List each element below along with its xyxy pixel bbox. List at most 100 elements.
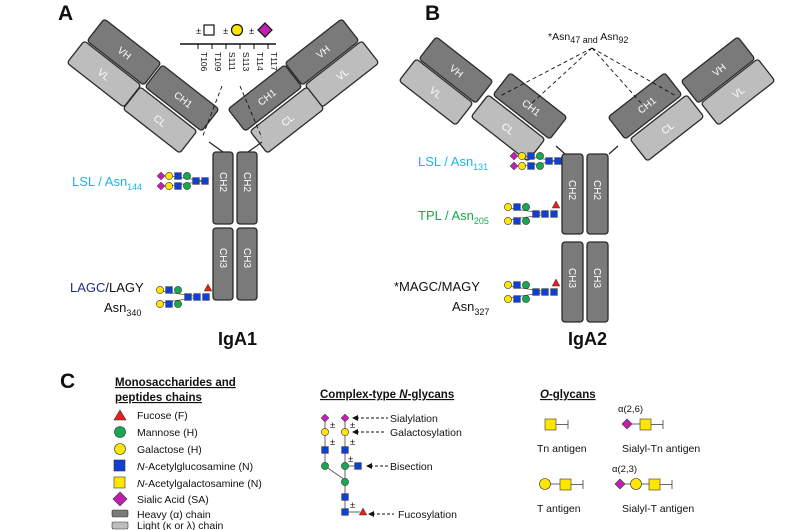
iga2-ch2-label-left: CH2 — [566, 180, 577, 200]
iga2-vl-domain-left — [399, 59, 473, 125]
legend-heavy-chain: Heavy (α) chain — [137, 509, 211, 521]
iga2-ch3-label-right: CH3 — [591, 268, 602, 288]
sialyl-t-square-icon — [648, 478, 661, 491]
hinge-site-label: T106 — [199, 52, 209, 72]
iga2-ch2-domain-right — [586, 153, 609, 235]
iga2-fc: CH2 CH2 CH3 CH3 — [561, 153, 609, 323]
legend-alpha-2-3: α(2,3) — [612, 464, 637, 475]
legend-galactose: Galactose (H) — [137, 444, 202, 456]
legend-monosaccharides: Monosaccharides and peptides chains Fuco… — [111, 377, 262, 530]
galactose-circle-icon — [114, 443, 126, 455]
mannose-circle-icon — [114, 426, 126, 438]
pm-sign-complex-2: ± — [350, 420, 355, 431]
fucose-triangle-icon — [113, 409, 127, 421]
hinge-site-label: S111 — [227, 52, 237, 71]
hinge-zoom-line-left — [201, 85, 223, 139]
iga1-site-lsl: LSL / Asn144 — [72, 172, 208, 192]
legend-light-chain: Light (κ or λ) chain — [137, 520, 224, 530]
hinge-site-label: T117 — [269, 52, 279, 71]
legend-complex-title: Complex-type N-glycans — [320, 389, 454, 401]
light-chain-bar-icon — [111, 521, 129, 530]
iga1-cl-domain-right — [250, 87, 324, 153]
panel-label-c: C — [60, 370, 75, 393]
legend-mono-title-1: Monosaccharides and — [115, 377, 236, 389]
legend-bisection: Bisection — [390, 461, 433, 473]
iga1-asn340-label: Asn340 — [104, 300, 141, 318]
iga2-ch2-domain-left — [561, 153, 584, 235]
iga2-left-fab: VH VL CH1 CL — [399, 37, 567, 161]
iga1-ch2-domain-right — [236, 151, 258, 225]
iga1-lsl-label: LSL / Asn144 — [72, 174, 142, 192]
pm-sign-complex-3: ± — [330, 437, 335, 448]
glcnac-square-icon — [113, 459, 126, 472]
iga2-vh-domain-left — [419, 37, 493, 103]
legend-sialylation: Sialylation — [390, 413, 438, 425]
legend-o-glycans: O-glycans Tn antigen α(2,6) Sialyl-Tn an… — [537, 389, 700, 515]
iga2-ch1-domain-left — [493, 73, 567, 139]
iga2-site-magc: *MAGC/MAGY Asn327 — [394, 279, 560, 317]
legend-sialyl-tn-antigen: Sialyl-Tn antigen — [622, 443, 700, 455]
sialyl-t-diamond-icon — [614, 478, 626, 490]
hinge-zoom-line-right — [239, 85, 263, 139]
iga1-ch3-domain-right — [236, 227, 258, 301]
iga2-ch3-domain-left — [561, 241, 584, 323]
iga2-fab-glycan-note: *Asn47 and Asn92 — [548, 31, 628, 45]
iga2-cl-domain-left — [471, 95, 545, 161]
legend-galnac: N-Acetylgalactosamine (N) — [137, 478, 262, 490]
t-antigen-square-icon — [559, 478, 572, 491]
iga1-ch3-domain-left — [212, 227, 234, 301]
iga2-hinge-right — [608, 145, 619, 155]
iga2-hinge-left — [555, 145, 566, 155]
hinge-site-label: T114 — [255, 52, 265, 71]
iga2-ch3-domain-right — [586, 241, 609, 323]
iga2-ch1-domain-right — [608, 73, 682, 139]
iga1-hinge-left — [208, 141, 224, 153]
iga1-lagc-label: LAGC/LAGY — [70, 280, 144, 295]
n-glycan-asn-340 — [156, 284, 211, 308]
iga1-ch2-label-left: CH2 — [217, 172, 228, 192]
legend-tn-antigen: Tn antigen — [537, 443, 587, 455]
legend-mono-title-2: peptides chains — [115, 392, 202, 404]
iga2-vl-domain-right — [701, 59, 775, 125]
pm-sign-complex-6: ± — [350, 500, 355, 511]
iga1-hinge-right — [247, 141, 263, 153]
iga1-ch2-label-right: CH2 — [241, 172, 252, 192]
iga1-ch2-domain-left — [212, 151, 234, 225]
iga2-site-tpl: TPL / Asn205 — [418, 201, 560, 226]
iga2-magc-label: *MAGC/MAGY — [394, 279, 480, 294]
legend-glcnac: N-Acetylglucosamine (N) — [137, 461, 253, 473]
n-glycan-tpl-205 — [504, 201, 559, 225]
legend-sialic-acid: Sialic Acid (SA) — [137, 494, 209, 506]
iga1-site-lagc: LAGC/LAGY Asn340 — [70, 280, 212, 318]
iga2-cl-domain-right — [630, 95, 704, 161]
iga2-fab-glycan-lines — [499, 47, 677, 104]
iga1-ch3-label-right: CH3 — [241, 248, 252, 268]
iga2-lsl-label: LSL / Asn131 — [418, 154, 488, 172]
n-glycan-lsl-144 — [157, 172, 208, 190]
pm-sign-1: ± — [196, 26, 201, 37]
pm-sign-complex-1: ± — [330, 420, 335, 431]
legend-fucosylation: Fucosylation — [398, 509, 457, 521]
iga1-ch1-domain-right — [228, 65, 302, 131]
legend-fucose: Fucose (F) — [137, 410, 188, 422]
sialyl-tn-diamond-icon — [621, 418, 633, 430]
legend-sialyl-t-antigen: Sialyl-T antigen — [622, 503, 694, 515]
n-glycan-lsl-131 — [510, 152, 561, 170]
panel-label-a: A — [58, 2, 73, 25]
iga2-site-lsl: LSL / Asn131 — [418, 152, 561, 172]
legend-galactosylation: Galactosylation — [390, 427, 462, 439]
iga2-right-fab: VH VL CH1 CL — [608, 37, 775, 161]
iga1-vh-domain-right — [285, 19, 359, 85]
iga2-title: IgA2 — [568, 329, 607, 349]
iga1-vh-domain-left — [87, 19, 161, 85]
iga1-ch1-domain-left — [145, 65, 219, 131]
n-glycan-asn-327 — [504, 279, 559, 303]
iga1-cl-domain-left — [123, 87, 197, 153]
sialic-acid-diamond-icon — [112, 491, 128, 507]
sialic-acid-diamond-icon — [257, 22, 273, 38]
legend-complex-n-glycans: Complex-type N-glycans ± ± ± ± ± ± — [320, 389, 462, 521]
iga1-title: IgA1 — [218, 329, 257, 349]
iga1-ch3-label-left: CH3 — [217, 248, 228, 268]
legend-t-antigen: T antigen — [537, 503, 581, 515]
